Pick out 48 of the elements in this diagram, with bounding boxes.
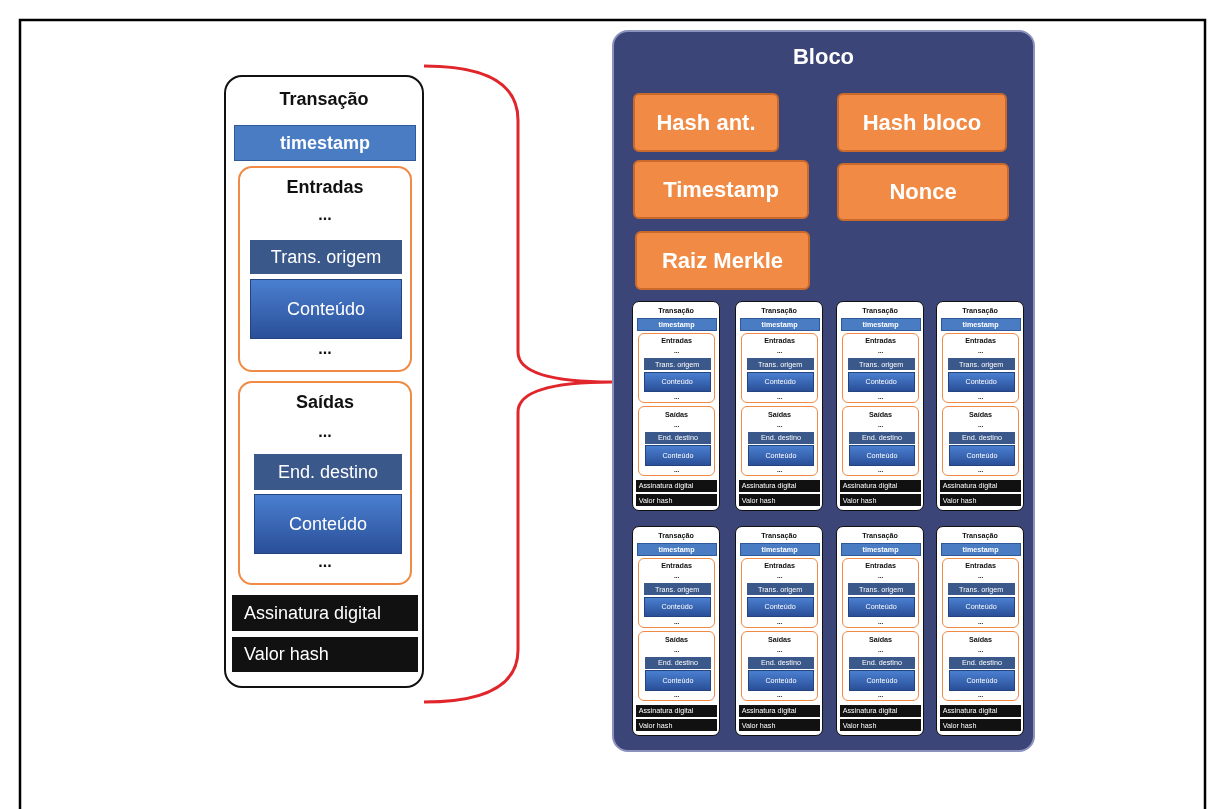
inputs-group bbox=[842, 332, 919, 404]
section-heading: Entradas bbox=[285, 178, 365, 198]
block-title: Bloco bbox=[791, 44, 856, 70]
signature-bar: Assinatura digital bbox=[232, 595, 418, 631]
outputs-group bbox=[842, 406, 919, 477]
header-field-tile: Timestamp bbox=[633, 160, 809, 219]
outputs-group bbox=[638, 631, 715, 702]
content-block: Conteúdo bbox=[250, 279, 402, 339]
transaction-card bbox=[632, 526, 720, 737]
content-block: Conteúdo bbox=[254, 494, 402, 554]
outputs-group bbox=[741, 406, 818, 477]
transaction-card bbox=[936, 301, 1024, 512]
inputs-group bbox=[741, 557, 818, 629]
ellipsis-text: ... bbox=[317, 553, 333, 571]
header-field-tile: Hash bloco bbox=[837, 93, 1007, 152]
inputs-group bbox=[741, 332, 818, 404]
timestamp-bar: timestamp bbox=[234, 125, 416, 161]
header-field-tile: Hash ant. bbox=[633, 93, 779, 152]
outputs-group bbox=[942, 406, 1019, 477]
inputs-group bbox=[638, 332, 715, 404]
inputs-group bbox=[942, 557, 1019, 629]
transaction-card bbox=[735, 526, 823, 737]
transaction-card bbox=[224, 75, 424, 688]
origin-label: Trans. origem bbox=[250, 240, 402, 274]
outputs-group bbox=[638, 406, 715, 477]
inputs-group bbox=[842, 557, 919, 629]
ellipsis-text: ... bbox=[317, 423, 333, 441]
block-panel bbox=[612, 30, 1035, 752]
section-heading: Saídas bbox=[294, 393, 355, 413]
outputs-group bbox=[842, 631, 919, 702]
ellipsis-text: ... bbox=[317, 340, 333, 358]
destination-label: End. destino bbox=[254, 454, 402, 490]
card-title: Transação bbox=[278, 89, 370, 110]
transaction-card bbox=[836, 526, 924, 737]
inputs-group bbox=[942, 332, 1019, 404]
transaction-card bbox=[735, 301, 823, 512]
header-field-tile: Raiz Merkle bbox=[635, 231, 810, 290]
inputs-group bbox=[638, 557, 715, 629]
transaction-card bbox=[936, 526, 1024, 737]
outputs-group bbox=[942, 631, 1019, 702]
outputs-group bbox=[741, 631, 818, 702]
ellipsis-text: ... bbox=[317, 206, 333, 224]
transaction-card bbox=[836, 301, 924, 512]
header-field-tile: Nonce bbox=[837, 163, 1009, 221]
transaction-card bbox=[632, 301, 720, 512]
outputs-group bbox=[238, 381, 412, 585]
inputs-group bbox=[238, 166, 412, 372]
hash-bar: Valor hash bbox=[232, 637, 418, 672]
